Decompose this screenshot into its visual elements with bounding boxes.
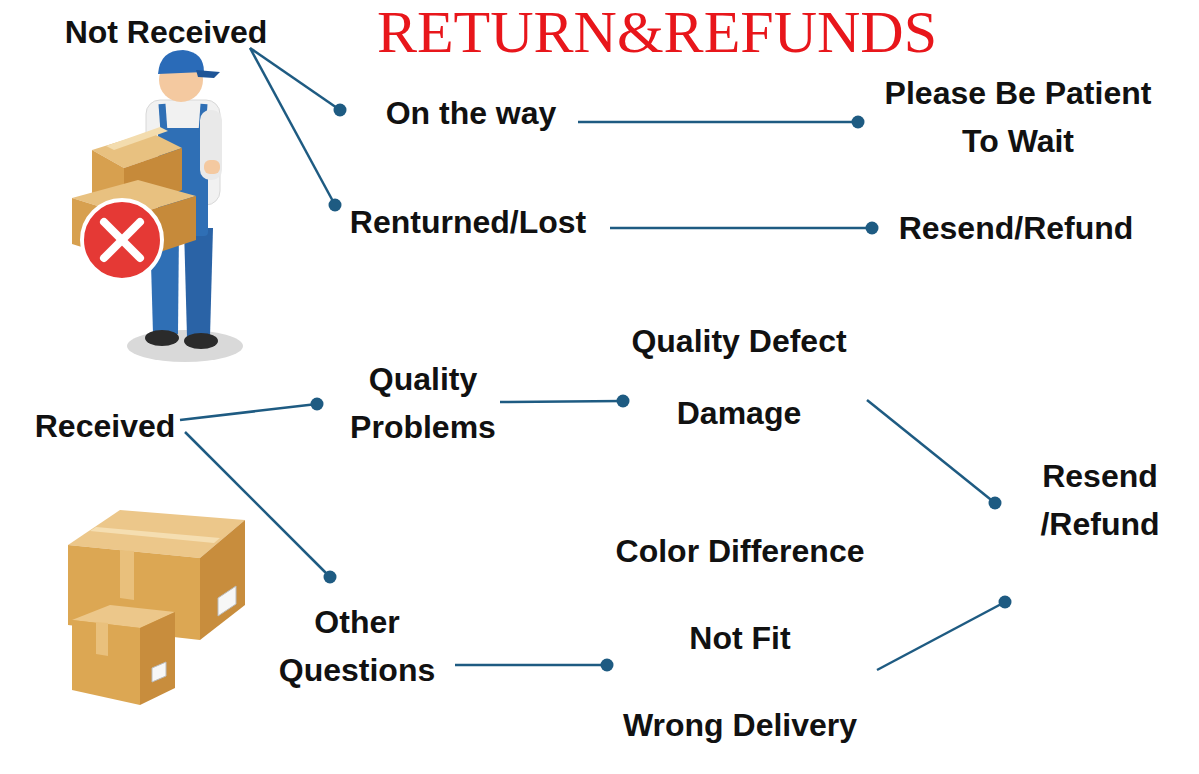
connector-line — [250, 48, 340, 110]
flow-node: Quality Problems — [343, 355, 503, 451]
worker-cap-bill — [196, 70, 220, 78]
connector-line — [455, 664, 607, 667]
box-tape — [106, 127, 168, 150]
parcel-box — [140, 612, 175, 705]
shipping-label — [218, 586, 236, 616]
worker-shoe — [145, 330, 179, 346]
node-text: Wrong Delivery — [598, 701, 882, 749]
connector-line — [250, 48, 335, 205]
flow-node: Resend/Refund — [886, 204, 1146, 252]
connector-line — [180, 404, 317, 420]
node-text: Renturned/Lost — [340, 198, 596, 246]
worker-leg — [184, 228, 213, 337]
node-text: Color Difference — [598, 527, 882, 575]
connector-dot — [617, 395, 630, 408]
worker-shadow — [127, 330, 243, 362]
cross-mark — [104, 222, 140, 258]
worker-arm — [200, 110, 222, 180]
node-text: Not Received — [56, 8, 276, 56]
overall-strap — [162, 104, 164, 132]
flow-node: Resend /Refund — [1035, 452, 1165, 548]
node-text: Quality Defect — [608, 317, 870, 365]
box-tape — [90, 527, 220, 543]
node-text: Not Fit — [598, 614, 882, 662]
connector-line — [867, 400, 995, 503]
node-text: Damage — [608, 389, 870, 437]
flow-node: Color DifferenceNot FitWrong Delivery — [598, 527, 882, 749]
flow-node: Renturned/Lost — [340, 198, 596, 246]
node-text: Resend/Refund — [886, 204, 1146, 252]
connector-dot — [329, 199, 342, 212]
connector-dot — [999, 596, 1012, 609]
connector-dot — [601, 659, 614, 672]
flow-node: Please Be Patient To Wait — [873, 69, 1163, 165]
flow-node: Received — [30, 402, 180, 450]
cross-mark — [104, 222, 140, 258]
connector-line — [877, 602, 1005, 670]
connector-line — [500, 401, 623, 402]
connector-dot — [311, 398, 324, 411]
node-text: Received — [30, 402, 180, 450]
node-text: On the way — [376, 89, 566, 137]
connector-dot — [334, 104, 347, 117]
connector-dot — [852, 116, 865, 129]
flow-node: Quality DefectDamage — [608, 317, 870, 437]
flow-node: On the way — [376, 89, 566, 137]
node-text: Other Questions — [272, 598, 442, 694]
flow-node: Other Questions — [272, 598, 442, 694]
node-text: Resend /Refund — [1035, 452, 1165, 548]
connector-line — [185, 432, 330, 577]
shipping-label — [152, 662, 166, 682]
node-text: Please Be Patient To Wait — [873, 69, 1163, 165]
box-tape — [120, 550, 134, 600]
node-text: Quality Problems — [343, 355, 503, 451]
connector-dot — [324, 571, 337, 584]
connector-line — [610, 227, 872, 230]
connector-line — [578, 121, 858, 124]
diagram-title: RETURN&REFUNDS — [307, 0, 1007, 64]
worker-hand — [204, 160, 220, 174]
parcel-box — [72, 620, 140, 705]
connector-dot — [989, 497, 1002, 510]
connector-dot — [866, 222, 879, 235]
not-received-mark — [82, 200, 162, 280]
worker-shoe — [184, 333, 218, 349]
box-tape — [96, 622, 108, 656]
flow-node: Not Received — [56, 8, 276, 56]
